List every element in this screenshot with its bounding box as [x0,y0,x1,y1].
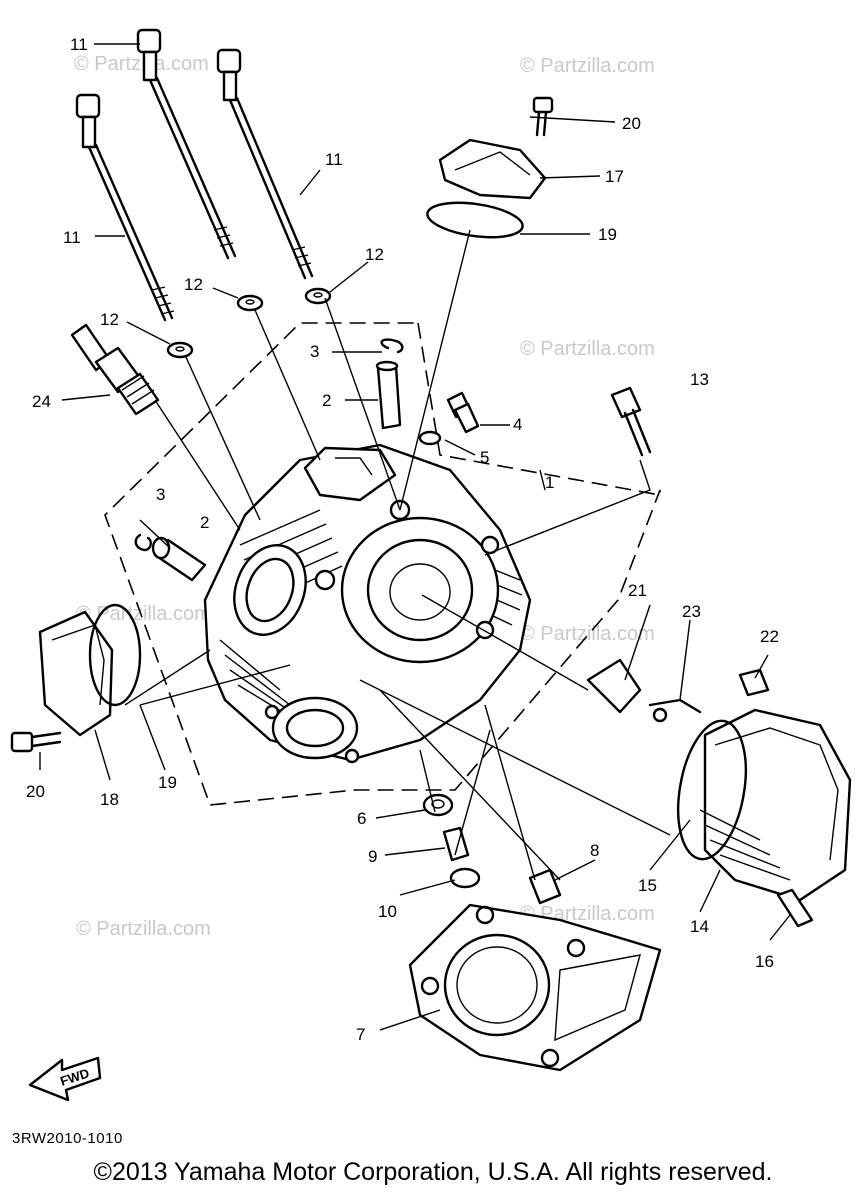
bolt-left [75,93,175,322]
callout-19: 19 [158,773,177,792]
cylinder-stud-bolts [75,28,314,322]
callout-21: 21 [628,581,647,600]
callout-11: 11 [63,228,81,247]
callout-13: 13 [690,370,709,389]
callout-20: 20 [26,782,45,801]
callout-labels: 11 11 11 12 12 12 3 2 4 5 1 13 20 17 19 … [26,35,779,1044]
cylinder-head [203,443,532,764]
side-cover-right [586,658,852,928]
callout-11: 11 [70,35,88,54]
callout-18: 18 [100,790,119,809]
callout-3: 3 [310,342,319,361]
washers [166,287,332,359]
callout-17: 17 [605,167,624,186]
diagram-code: 3RW2010-1010 [12,1130,123,1147]
spark-plug [70,323,160,416]
tappet-cover-top [426,96,554,239]
callout-20: 20 [622,114,641,133]
callout-14: 14 [690,917,709,936]
watermark: © Partzilla.com [520,55,655,77]
watermark: © Partzilla.com [520,338,655,360]
callout-12: 12 [365,245,384,264]
copyright-notice: ©2013 Yamaha Motor Corporation, U.S.A. A… [93,1158,773,1186]
callout-12: 12 [184,275,203,294]
callout-7: 7 [356,1025,365,1044]
watermark: © Partzilla.com [76,918,211,940]
callout-10: 10 [378,902,397,921]
callout-19: 19 [598,225,617,244]
callout-8: 8 [590,841,599,860]
watermark: © Partzilla.com [76,603,211,625]
leader-lines [39,43,791,1031]
callout-22: 22 [760,627,779,646]
watermark: © Partzilla.com [520,623,655,645]
bolt-middle [136,28,237,260]
callout-12: 12 [100,310,119,329]
callout-24: 24 [32,392,51,411]
callout-6: 6 [357,809,366,828]
bolt-right [216,48,314,280]
callout-5: 5 [480,448,489,467]
callout-3: 3 [156,485,165,504]
valve-guides [134,338,404,582]
callout-1: 1 [545,473,554,492]
callout-23: 23 [682,602,701,621]
callout-16: 16 [755,952,774,971]
callout-11: 11 [325,150,343,169]
callout-4: 4 [513,415,522,434]
watermark: © Partzilla.com [74,53,209,75]
small-bolts [418,386,652,457]
lower-parts [422,793,562,905]
callout-15: 15 [638,876,657,895]
fwd-arrow-icon: FWD [28,1056,102,1102]
side-cover-left [10,603,142,753]
callout-2: 2 [200,513,209,532]
callout-9: 9 [368,847,377,866]
callout-2: 2 [322,391,331,410]
head-gasket [408,903,662,1072]
assembly-outline [104,322,661,806]
